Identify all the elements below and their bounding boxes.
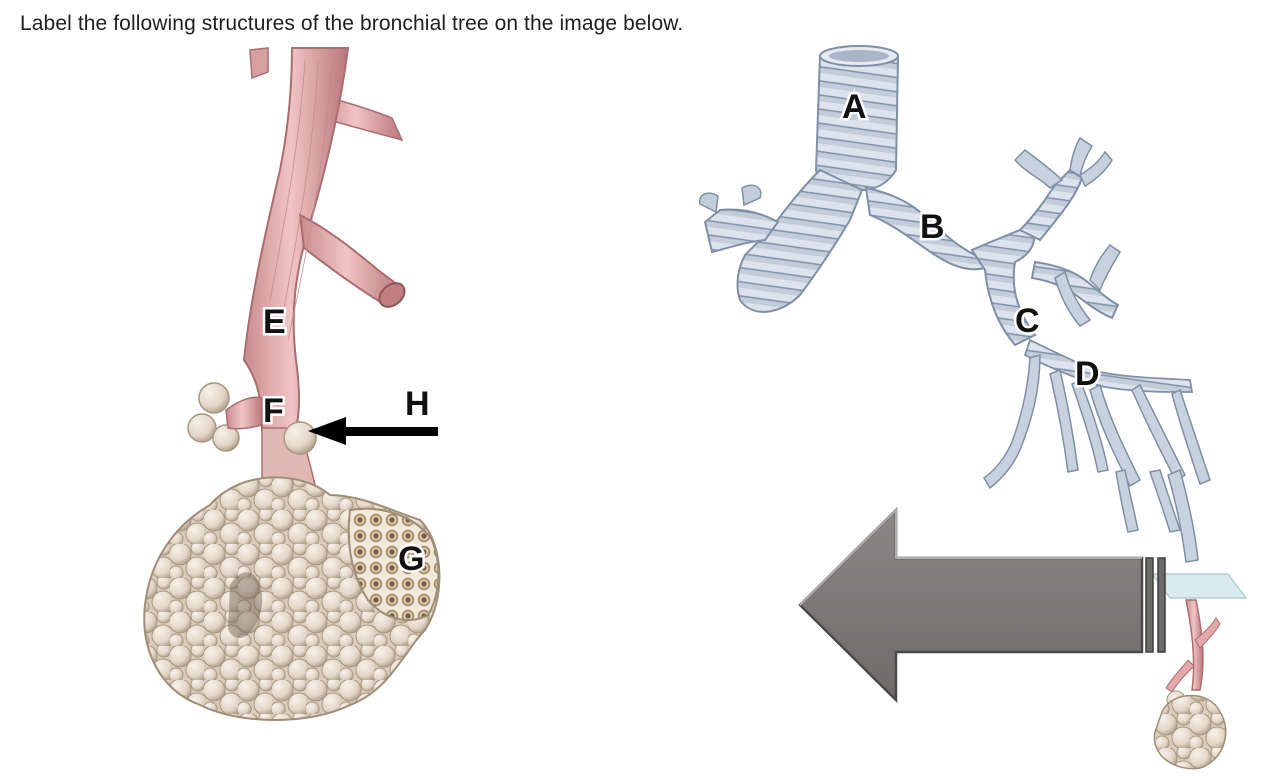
alveolar-buds-left <box>187 382 263 452</box>
label-h: H <box>405 385 430 423</box>
branch-cut-end <box>378 282 406 308</box>
magnifier-plane <box>1150 573 1248 599</box>
label-f: F <box>263 392 284 430</box>
label-g: G <box>398 540 424 578</box>
alveolar-cross-section <box>347 507 440 621</box>
terminal-bronchiole-pink <box>1185 599 1204 691</box>
large-left-arrow-icon <box>798 507 1166 703</box>
label-d: D <box>1075 355 1100 393</box>
trunk-striations <box>269 59 333 341</box>
top-stub <box>249 47 269 80</box>
label-e: E <box>263 303 286 341</box>
question-prompt: Label the following structures of the br… <box>20 12 684 35</box>
label-a: A <box>842 88 867 126</box>
alveolus-bud-h <box>283 421 317 455</box>
descending-bronchiole <box>1167 468 1199 563</box>
label-c: C <box>1015 302 1040 340</box>
segmental-branch-d <box>1023 338 1194 393</box>
label-b: B <box>920 208 945 246</box>
terminal-branches <box>983 353 1211 533</box>
mini-alveolar-cluster <box>1153 690 1227 770</box>
left-main-bronchus <box>736 168 864 313</box>
left-upper-branch <box>703 208 780 254</box>
left-arrow-icon <box>308 417 438 445</box>
cluster-shadow <box>228 572 263 639</box>
left-detail-illustration <box>143 47 441 721</box>
right-bronchial-tree <box>699 45 1227 770</box>
